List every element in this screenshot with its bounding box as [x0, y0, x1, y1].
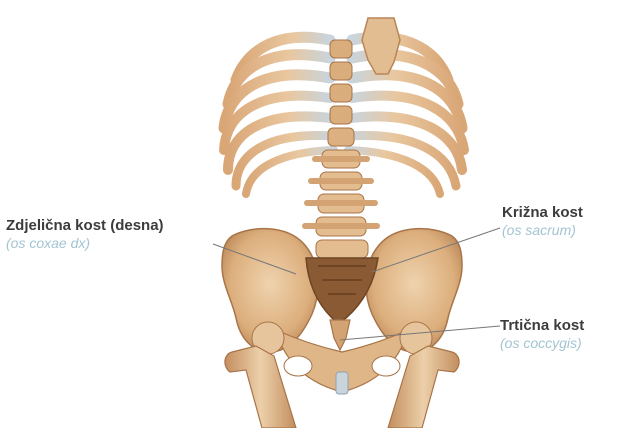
- lumbar-vertebrae: [302, 150, 380, 258]
- right-ribs: [348, 37, 464, 194]
- label-coccyx: Trtična kost (os coccygis): [500, 317, 584, 352]
- coccyx-latin-name: (os coccygis): [500, 335, 584, 352]
- label-sacrum: Križna kost (os sacrum): [502, 204, 583, 239]
- label-hip-bone: Zdjelična kost (desna) (os coxae dx): [6, 217, 164, 252]
- coccyx-common-name: Trtična kost: [500, 317, 584, 335]
- sternum: [362, 18, 400, 74]
- sacrum: [306, 258, 378, 321]
- hip-bone-common-name: Zdjelična kost (desna): [6, 217, 164, 235]
- sacrum-common-name: Križna kost: [502, 204, 583, 222]
- sacrum-latin-name: (os sacrum): [502, 222, 583, 239]
- coccyx: [330, 320, 350, 350]
- hip-bone-latin-name: (os coxae dx): [6, 235, 164, 252]
- left-ribs: [224, 37, 334, 194]
